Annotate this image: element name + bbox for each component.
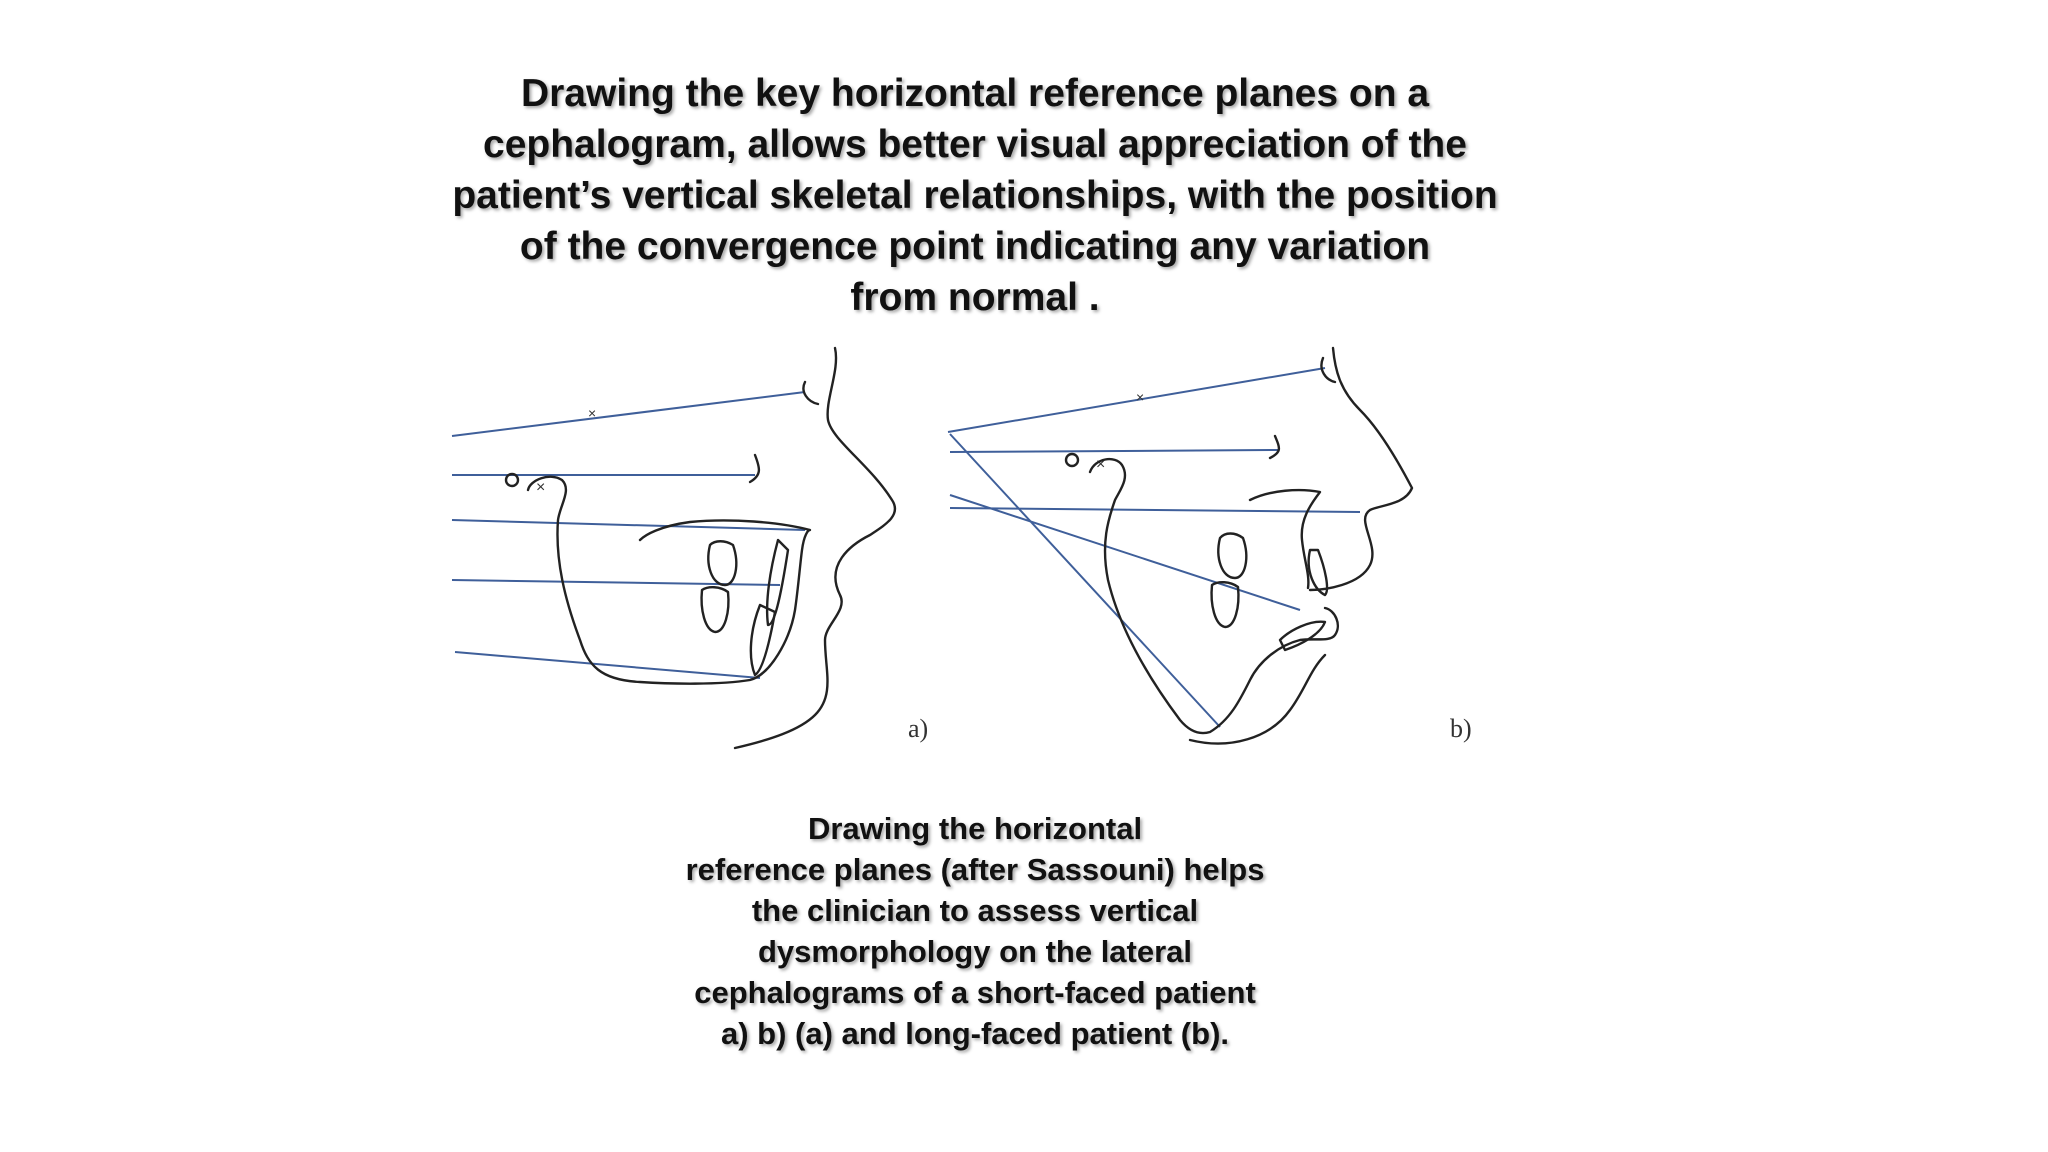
lower-incisor-a	[749, 603, 777, 677]
title-line: cephalogram, allows better visual apprec…	[483, 123, 1467, 166]
chin-outline-b	[1188, 653, 1327, 745]
upper-molar-b	[1217, 532, 1248, 580]
sn-plane-a	[451, 391, 806, 437]
mandible-outline-a	[526, 475, 812, 685]
panel-a-label: a)	[908, 714, 928, 743]
title-line: of the convergence point indicating any …	[519, 225, 1431, 268]
title-line: Drawing the key horizontal reference pla…	[520, 72, 1430, 115]
mandibular-plane-b	[949, 433, 1221, 728]
soft-tissue-profile-b	[1308, 346, 1414, 592]
title-line: from normal .	[850, 276, 1100, 319]
cephalogram-figure: × × a)	[430, 340, 1530, 760]
porion-marker-a	[504, 472, 520, 488]
upper-incisor-b	[1307, 548, 1329, 597]
lower-molar-a	[700, 586, 730, 634]
mandibular-plane-a	[454, 651, 761, 679]
maxilla-outline-b	[1248, 488, 1322, 590]
nasion-mark-a	[802, 380, 820, 406]
caption-line: a) b) (a) and long-faced patient (b).	[720, 1016, 1230, 1051]
cephalogram-tracings: × × a)	[451, 346, 1472, 750]
lower-incisor-b	[1278, 620, 1327, 652]
lower-molar-b	[1210, 581, 1240, 629]
panel-b-tracing: × × b)	[947, 346, 1472, 745]
caption-line: dysmorphology on the lateral	[757, 934, 1193, 969]
porion-marker-b	[1064, 452, 1080, 468]
slide-title: Drawing the key horizontal reference pla…	[340, 68, 1610, 323]
title-line: patient’s vertical skeletal relationship…	[452, 174, 1498, 217]
caption-line: the clinician to assess vertical	[751, 893, 1199, 928]
caption-line: cephalograms of a short-faced patient	[694, 975, 1256, 1010]
sella-cross-b: ×	[1096, 456, 1105, 473]
caption-line: Drawing the horizontal	[807, 811, 1143, 846]
nasion-mark-b	[1320, 356, 1337, 384]
panel-a-tracing: × × a)	[451, 346, 928, 750]
sella-cross-a: ×	[536, 479, 545, 496]
panel-b-label: b)	[1450, 714, 1472, 743]
occlusal-plane-b	[949, 494, 1301, 611]
orbit-mark-a	[748, 453, 761, 484]
upper-molar-a	[707, 540, 738, 587]
orbit-mark-b	[1268, 434, 1281, 460]
sn-cross-a: ×	[588, 405, 596, 421]
sn-cross-b: ×	[1136, 389, 1144, 405]
sn-plane-b	[947, 367, 1326, 433]
upper-incisor-a	[765, 538, 790, 627]
soft-tissue-profile-a	[733, 346, 897, 750]
figure-caption: Drawing the horizontal reference planes …	[560, 808, 1390, 1054]
palatal-plane-b	[949, 507, 1361, 513]
fh-plane-b	[949, 449, 1279, 453]
caption-line: reference planes (after Sassouni) helps	[685, 852, 1265, 887]
mandible-outline-b	[1088, 457, 1339, 735]
palatal-plane-a	[451, 519, 806, 531]
